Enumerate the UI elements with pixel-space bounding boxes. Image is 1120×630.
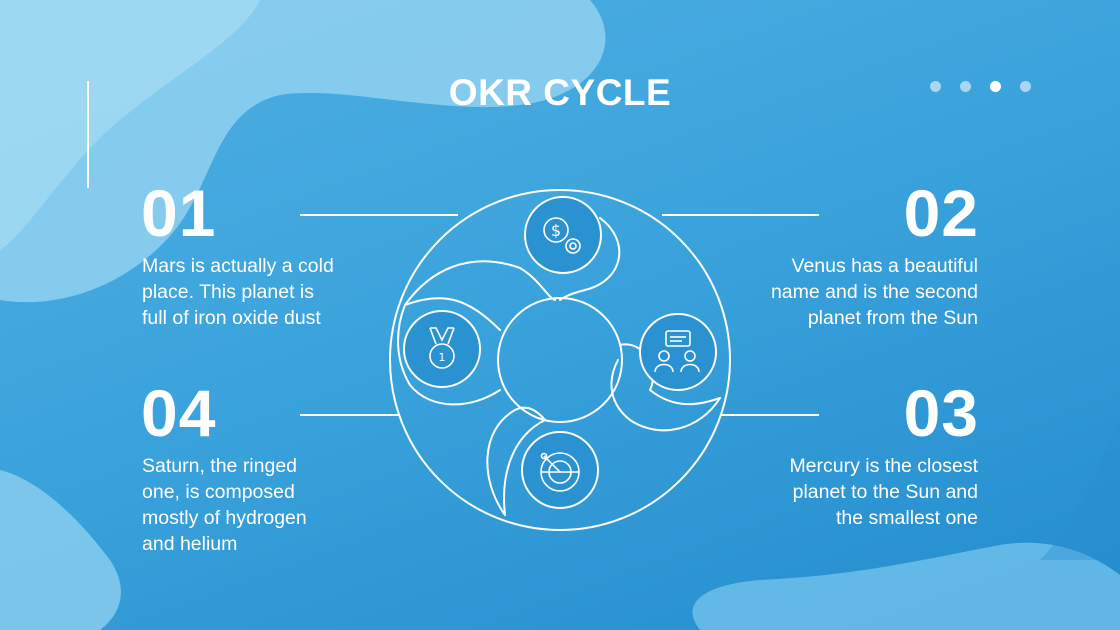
- step-number-03: 03: [903, 376, 979, 450]
- slide-title: OKR CYCLE: [448, 72, 672, 113]
- connector-line-03: [720, 414, 819, 416]
- step-text-02: Venus has a beautiful name and is the se…: [770, 255, 978, 329]
- page-dot-4[interactable]: [1020, 81, 1031, 92]
- vertical-divider: [87, 81, 89, 188]
- step-number-04: 04: [141, 376, 217, 450]
- connector-line-04: [300, 414, 400, 416]
- page-dot-3[interactable]: [990, 81, 1001, 92]
- svg-text:$: $: [551, 221, 561, 240]
- cycle-blade-top: [559, 217, 621, 301]
- money-gear-icon: $: [543, 217, 581, 254]
- connector-line-01: [300, 214, 458, 216]
- icon-node-03[interactable]: [521, 431, 599, 509]
- cycle-swirl-left: [397, 304, 501, 406]
- cycle-blade-left: [404, 260, 556, 331]
- connector-line-02: [662, 214, 819, 216]
- step-number-02: 02: [903, 176, 979, 250]
- icon-node-01[interactable]: $: [524, 196, 602, 274]
- step-text-04: Saturn, the ringed one, is composed most…: [142, 455, 307, 555]
- radar-target-icon: [540, 452, 580, 492]
- step-number-01: 01: [141, 176, 217, 250]
- page-dot-2[interactable]: [960, 81, 971, 92]
- team-chat-icon: [654, 330, 700, 373]
- icon-node-02[interactable]: [639, 313, 717, 391]
- cycle-blade-bottom: [486, 406, 546, 516]
- cycle-outer-ring: [389, 189, 731, 531]
- page-dot-1[interactable]: [930, 81, 941, 92]
- step-text-03: Mercury is the closest planet to the Sun…: [789, 455, 978, 529]
- cycle-inner-hub: [497, 297, 623, 423]
- icon-node-04[interactable]: 1: [403, 310, 481, 388]
- svg-text:1: 1: [439, 351, 446, 364]
- medal-icon: 1: [429, 327, 455, 369]
- step-text-01: Mars is actually a cold place. This plan…: [142, 255, 334, 329]
